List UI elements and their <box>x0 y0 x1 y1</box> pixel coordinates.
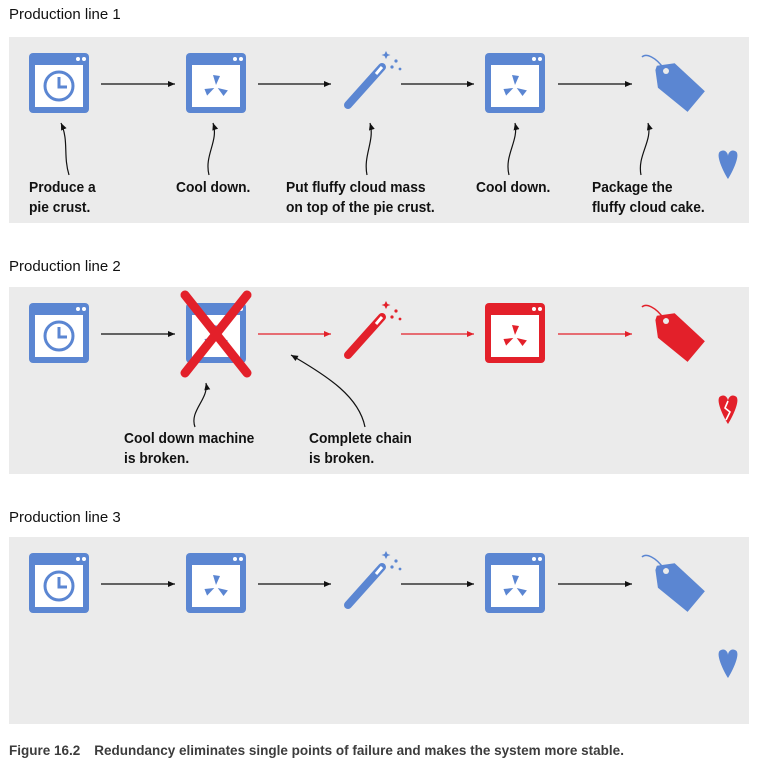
line-2-title: Production line 2 <box>9 258 121 275</box>
step-note-cool-down: Cool down. <box>176 179 251 196</box>
cross-mark-icon <box>180 290 252 378</box>
step-note-package: Package the fluffy cloud cake. <box>592 179 705 216</box>
magic-wand-icon <box>344 551 402 609</box>
step-note-put-cloud-mass: Put fluffy cloud mass on top of the pie … <box>286 179 435 216</box>
figure-caption: Figure 16.2 Redundancy eliminates single … <box>9 743 624 758</box>
production-line-3-panel <box>9 537 749 724</box>
step-note-cool-down-2: Cool down. <box>476 179 551 196</box>
cooling-fan-icon <box>485 303 545 363</box>
line-3-title: Production line 3 <box>9 509 121 526</box>
magic-wand-icon <box>344 51 402 109</box>
heart-icon <box>718 150 738 179</box>
caption-text: Redundancy eliminates single points of f… <box>94 743 624 758</box>
cooling-fan-icon <box>186 553 246 613</box>
magic-wand-icon <box>344 301 402 359</box>
step-note-produce-crust: Produce a pie crust. <box>29 179 96 216</box>
cooling-fan-icon <box>485 553 545 613</box>
figure-number: Figure 16.2 <box>9 743 81 758</box>
broken-heart-icon <box>718 395 738 424</box>
production-line-1-panel: Produce a pie crust. Cool down. Put fluf… <box>9 37 749 223</box>
oven-clock-icon <box>29 303 89 363</box>
oven-clock-icon <box>29 553 89 613</box>
cooling-fan-icon <box>485 53 545 113</box>
cooling-fan-icon <box>186 53 246 113</box>
price-tag-icon <box>641 304 705 362</box>
broken-machine-note: Cool down machine is broken. <box>124 430 255 467</box>
oven-clock-icon <box>29 53 89 113</box>
line-1-title: Production line 1 <box>9 6 121 23</box>
production-line-2-panel: Cool down machine is broken. Complete ch… <box>9 287 749 474</box>
heart-icon <box>718 649 738 678</box>
broken-chain-note: Complete chain is broken. <box>309 430 412 467</box>
price-tag-icon <box>641 54 705 112</box>
price-tag-icon <box>641 554 705 612</box>
